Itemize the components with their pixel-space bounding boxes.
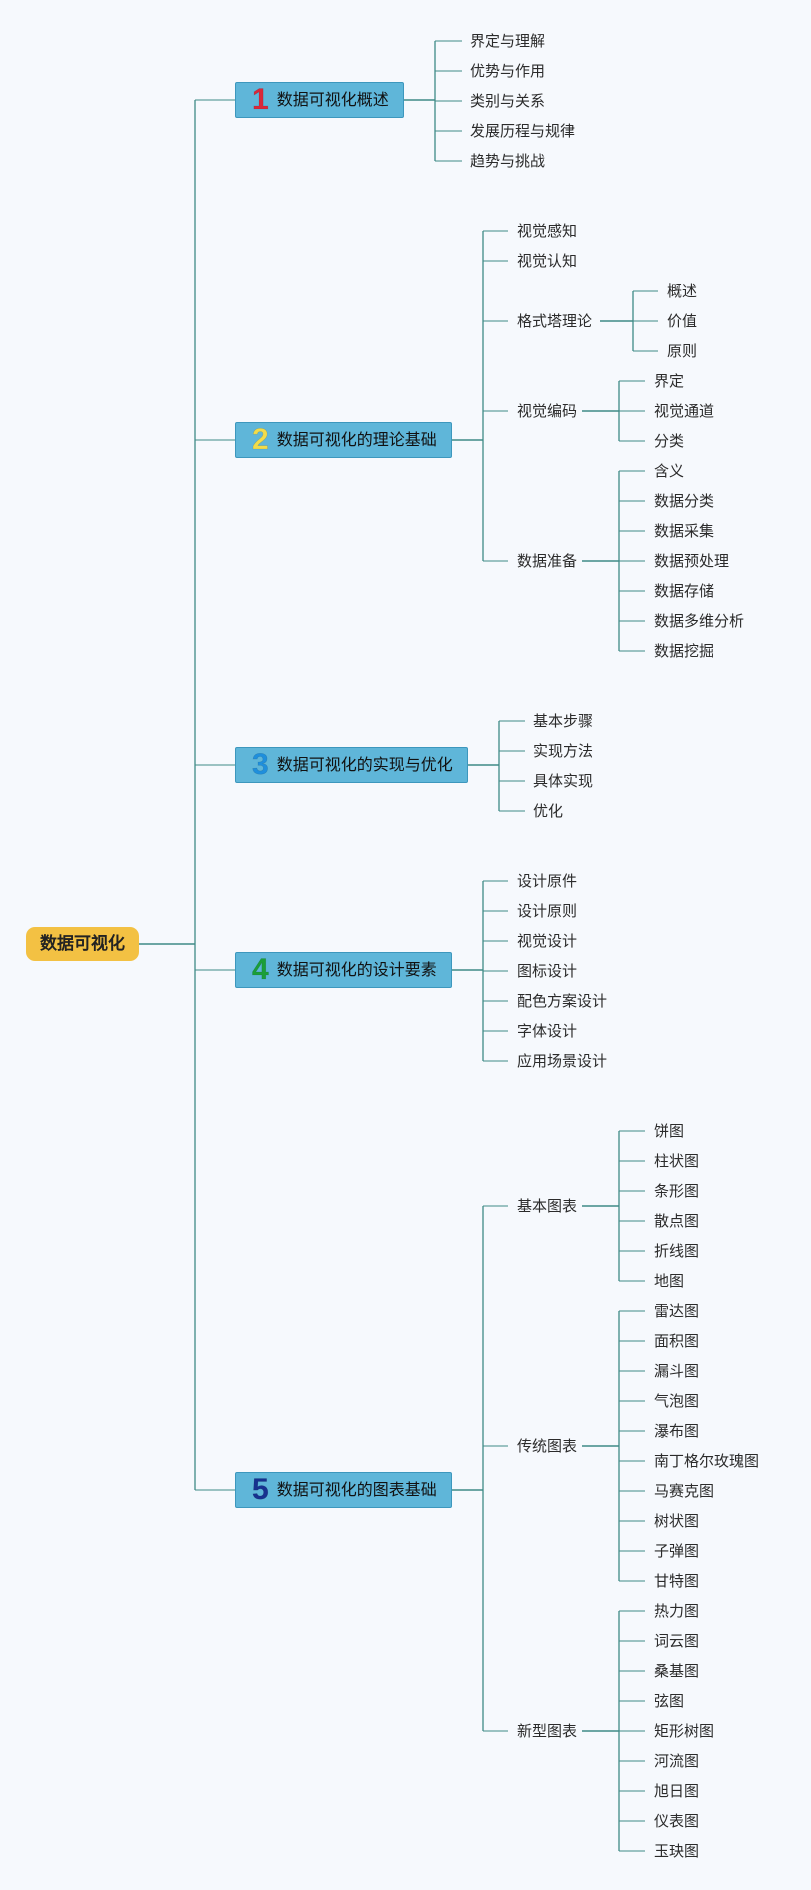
leaf-node[interactable]: 应用场景设计 <box>515 1051 610 1071</box>
leaf-node[interactable]: 甘特图 <box>652 1571 702 1591</box>
leaf-node[interactable]: 图标设计 <box>515 961 580 981</box>
leaf-node[interactable]: 折线图 <box>652 1241 702 1261</box>
topic-3[interactable]: 3 数据可视化的实现与优化 <box>235 747 468 783</box>
leaf-node[interactable]: 数据采集 <box>652 521 717 541</box>
branch-node[interactable]: 视觉编码 <box>515 401 580 421</box>
leaf-node[interactable]: 数据存储 <box>652 581 717 601</box>
topic-5[interactable]: 5 数据可视化的图表基础 <box>235 1472 452 1508</box>
number-1-icon: 1 <box>252 83 269 117</box>
topic-1[interactable]: 1 数据可视化概述 <box>235 82 404 118</box>
branch-node[interactable]: 视觉感知 <box>515 221 580 241</box>
leaf-node[interactable]: 数据预处理 <box>652 551 732 571</box>
leaf-node[interactable]: 矩形树图 <box>652 1721 717 1741</box>
number-2-icon: 2 <box>252 423 269 457</box>
leaf-node[interactable]: 具体实现 <box>531 771 596 791</box>
root-node[interactable]: 数据可视化 <box>26 927 139 961</box>
leaf-node[interactable]: 饼图 <box>652 1121 687 1141</box>
leaf-node[interactable]: 界定 <box>652 371 687 391</box>
leaf-node[interactable]: 原则 <box>665 341 700 361</box>
leaf-node[interactable]: 玉玦图 <box>652 1841 702 1861</box>
leaf-node[interactable]: 旭日图 <box>652 1781 702 1801</box>
leaf-node[interactable]: 子弹图 <box>652 1541 702 1561</box>
topic-3-label: 数据可视化的实现与优化 <box>276 755 453 774</box>
leaf-node[interactable]: 南丁格尔玫瑰图 <box>652 1451 762 1471</box>
number-4-icon: 4 <box>252 953 269 987</box>
branch-node[interactable]: 传统图表 <box>515 1436 580 1456</box>
leaf-node[interactable]: 界定与理解 <box>468 31 548 51</box>
leaf-node[interactable]: 优化 <box>531 801 566 821</box>
leaf-node[interactable]: 设计原则 <box>515 901 580 921</box>
leaf-node[interactable]: 地图 <box>652 1271 687 1291</box>
leaf-node[interactable]: 发展历程与规律 <box>468 121 578 141</box>
leaf-node[interactable]: 热力图 <box>652 1601 702 1621</box>
topic-4[interactable]: 4 数据可视化的设计要素 <box>235 952 452 988</box>
topic-5-label: 数据可视化的图表基础 <box>276 1480 437 1499</box>
leaf-node[interactable]: 概述 <box>665 281 700 301</box>
leaf-node[interactable]: 含义 <box>652 461 687 481</box>
topic-4-label: 数据可视化的设计要素 <box>276 960 437 979</box>
root-label: 数据可视化 <box>40 934 125 954</box>
leaf-node[interactable]: 面积图 <box>652 1331 702 1351</box>
leaf-node[interactable]: 河流图 <box>652 1751 702 1771</box>
number-3-icon: 3 <box>252 748 269 782</box>
leaf-node[interactable]: 基本步骤 <box>531 711 596 731</box>
leaf-node[interactable]: 视觉设计 <box>515 931 580 951</box>
leaf-node[interactable]: 数据挖掘 <box>652 641 717 661</box>
leaf-node[interactable]: 数据多维分析 <box>652 611 747 631</box>
branch-node[interactable]: 基本图表 <box>515 1196 580 1216</box>
topic-1-label: 数据可视化概述 <box>276 90 389 109</box>
branch-node[interactable]: 格式塔理论 <box>515 311 595 331</box>
leaf-node[interactable]: 马赛克图 <box>652 1481 717 1501</box>
leaf-node[interactable]: 树状图 <box>652 1511 702 1531</box>
topic-2[interactable]: 2 数据可视化的理论基础 <box>235 422 452 458</box>
leaf-node[interactable]: 漏斗图 <box>652 1361 702 1381</box>
leaf-node[interactable]: 词云图 <box>652 1631 702 1651</box>
leaf-node[interactable]: 弦图 <box>652 1691 687 1711</box>
branch-node[interactable]: 数据准备 <box>515 551 580 571</box>
number-5-icon: 5 <box>252 1473 269 1507</box>
branch-node[interactable]: 视觉认知 <box>515 251 580 271</box>
leaf-node[interactable]: 散点图 <box>652 1211 702 1231</box>
leaf-node[interactable]: 柱状图 <box>652 1151 702 1171</box>
leaf-node[interactable]: 气泡图 <box>652 1391 702 1411</box>
branch-node[interactable]: 新型图表 <box>515 1721 580 1741</box>
leaf-node[interactable]: 瀑布图 <box>652 1421 702 1441</box>
leaf-node[interactable]: 优势与作用 <box>468 61 548 81</box>
leaf-node[interactable]: 设计原件 <box>515 871 580 891</box>
leaf-node[interactable]: 实现方法 <box>531 741 596 761</box>
leaf-node[interactable]: 配色方案设计 <box>515 991 610 1011</box>
leaf-node[interactable]: 雷达图 <box>652 1301 702 1321</box>
leaf-node[interactable]: 价值 <box>665 311 700 331</box>
leaf-node[interactable]: 分类 <box>652 431 687 451</box>
leaf-node[interactable]: 数据分类 <box>652 491 717 511</box>
leaf-node[interactable]: 仪表图 <box>652 1811 702 1831</box>
topic-2-label: 数据可视化的理论基础 <box>276 430 437 449</box>
leaf-node[interactable]: 视觉通道 <box>652 401 717 421</box>
leaf-node[interactable]: 趋势与挑战 <box>468 151 548 171</box>
leaf-node[interactable]: 类别与关系 <box>468 91 548 111</box>
leaf-node[interactable]: 条形图 <box>652 1181 702 1201</box>
leaf-node[interactable]: 字体设计 <box>515 1021 580 1041</box>
leaf-node[interactable]: 桑基图 <box>652 1661 702 1681</box>
